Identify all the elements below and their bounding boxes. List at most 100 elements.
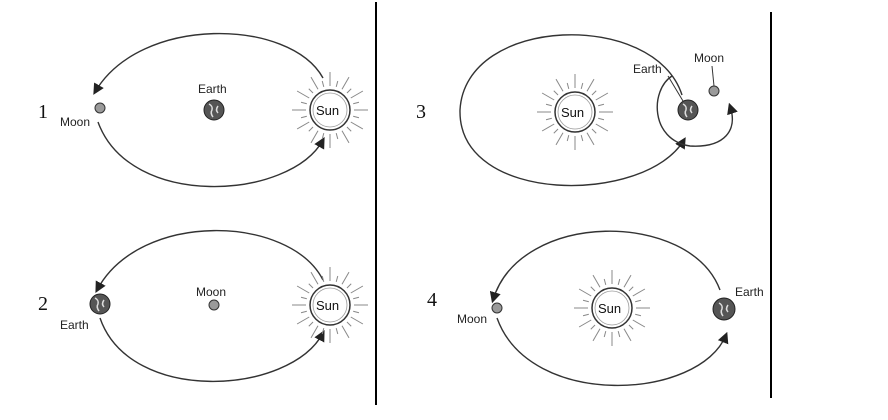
sun-disc	[309, 284, 351, 326]
sun-ray	[341, 271, 350, 285]
sun-ray	[353, 115, 360, 119]
sun-ray	[308, 321, 314, 327]
sun-ray	[623, 328, 632, 342]
sun-ray	[628, 324, 634, 330]
sun-ray	[595, 123, 609, 132]
panel-1-earth-continents	[208, 103, 219, 118]
sun-ray	[603, 278, 607, 285]
sun-ray	[598, 117, 605, 121]
panel-3-orbit-earth	[656, 75, 738, 147]
sun-ray	[580, 82, 584, 89]
sun-ray	[296, 316, 310, 325]
panel-1-earth-label: Earth	[198, 82, 227, 96]
sun-ray	[341, 130, 350, 144]
sun-ray	[566, 82, 570, 89]
sun-ray	[341, 76, 350, 90]
panel-3-moon-body	[708, 85, 720, 97]
sun-ray	[586, 132, 595, 146]
panel-2-earth-body	[89, 293, 111, 315]
sun-ray	[308, 126, 314, 132]
sun-ray	[346, 126, 352, 132]
sun-ray	[578, 319, 592, 328]
sun-ray	[541, 92, 555, 101]
panel-3-earth-label: Earth	[633, 62, 662, 76]
sun-ray	[321, 80, 325, 87]
sun-ray	[321, 275, 325, 282]
panel-2-orbit-top	[95, 229, 324, 293]
panel-1-number: 1	[38, 101, 48, 123]
sun-ray	[335, 80, 339, 87]
sun-inner-ring	[594, 290, 630, 326]
sun-ray	[555, 132, 564, 146]
sun-ray	[353, 101, 360, 105]
sun-ray	[296, 90, 310, 99]
panel-2-sun	[292, 267, 368, 343]
panel-1-orbit-bottom	[97, 121, 325, 188]
sun-ray	[321, 133, 325, 140]
sun-ray	[300, 296, 307, 300]
panel-4-moon-label: Moon	[457, 312, 487, 326]
sun-ray	[310, 130, 319, 144]
sun-ray	[346, 283, 352, 289]
sun-ray	[308, 283, 314, 289]
panel-4-earth-label: Earth	[735, 285, 764, 299]
sun-ray	[595, 92, 609, 101]
sun-ray	[350, 121, 364, 130]
sun-ray	[545, 103, 552, 107]
sun-ray	[335, 133, 339, 140]
panel-2-moon-label: Moon	[196, 285, 226, 299]
sun-ray	[321, 328, 325, 335]
panel-2-earth-continents	[94, 297, 105, 312]
sun-ray	[350, 90, 364, 99]
sun-ray	[632, 319, 646, 328]
panel-4-number: 4	[427, 289, 437, 311]
sun-ray	[335, 328, 339, 335]
sun-ray	[541, 123, 555, 132]
sun-ray	[296, 121, 310, 130]
sun-ray	[350, 285, 364, 294]
panel-3-moon-pointer	[711, 65, 715, 87]
sun-ray	[350, 316, 364, 325]
panel-3-moon-label: Moon	[694, 51, 724, 65]
sun-ray	[592, 328, 601, 342]
sun-ray	[553, 90, 559, 96]
panel-1-earth-body	[203, 99, 225, 121]
panel-4-moon-body	[491, 302, 503, 314]
sun-ray	[592, 274, 601, 288]
sun-ray	[335, 275, 339, 282]
sun-disc	[554, 91, 596, 133]
panel-2: 2 Earth Moon Sun	[38, 229, 368, 383]
panel-3-sun-label: Sun	[561, 105, 584, 120]
sun-ray	[591, 128, 597, 134]
panel-4-orbit-bottom	[496, 317, 729, 387]
panel-4-earth-continents	[718, 302, 729, 317]
sun-ray	[353, 310, 360, 314]
panel-4-sun-label: Sun	[598, 301, 621, 316]
sun-ray	[590, 286, 596, 292]
panel-3-sun	[537, 74, 613, 150]
sun-inner-ring	[312, 287, 348, 323]
sun-inner-ring	[557, 94, 593, 130]
sun-ray	[590, 324, 596, 330]
panel-4: 4 Moon Earth Sun	[427, 230, 764, 387]
panel-3-earth-body	[677, 99, 699, 121]
panel-4-sun	[574, 270, 650, 346]
panel-1-moon-body	[94, 102, 106, 114]
panel-3-orbit-sun	[459, 34, 686, 187]
sun-inner-ring	[312, 92, 348, 128]
sun-ray	[553, 128, 559, 134]
panel-1-sun	[292, 72, 368, 148]
sun-ray	[591, 90, 597, 96]
sun-ray	[617, 278, 621, 285]
sun-ray	[296, 285, 310, 294]
sun-ray	[300, 101, 307, 105]
sun-ray	[310, 271, 319, 285]
sun-ray	[623, 274, 632, 288]
panel-2-sun-label: Sun	[316, 298, 339, 313]
panel-2-number: 2	[38, 293, 48, 315]
sun-ray	[582, 299, 589, 303]
sun-ray	[555, 78, 564, 92]
sun-ray	[300, 115, 307, 119]
sun-ray	[566, 135, 570, 142]
